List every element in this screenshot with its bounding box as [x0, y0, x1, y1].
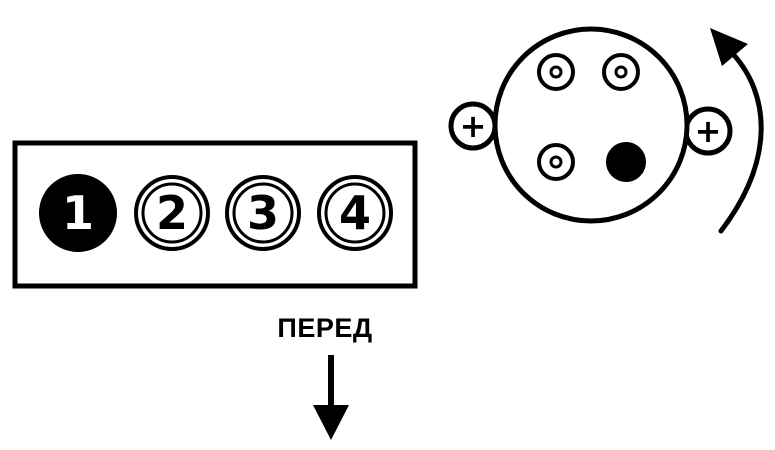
left-mount-symbol: +: [460, 107, 487, 145]
cylinder-2-number: 2: [156, 186, 188, 240]
cylinder-1-number: 1: [62, 186, 94, 240]
terminal-bottom-left: [537, 143, 575, 181]
clockwise-arrow-icon: [710, 28, 764, 234]
engine-block-outline: [12, 140, 418, 289]
left-mount-lug: +: [448, 101, 498, 151]
cylinder-2-outer-ring: [134, 175, 210, 251]
cylinder-4-outer-ring: [317, 175, 393, 251]
cylinder-1-circle: [39, 174, 117, 252]
down-arrow-icon: [313, 355, 349, 440]
cylinder-2-inner-ring: [141, 182, 203, 244]
front-label: ПЕРЕД: [277, 313, 372, 343]
cylinder-1: 1: [39, 174, 117, 252]
cylinder-3: 3: [225, 175, 301, 251]
cylinder-4-number: 4: [339, 186, 371, 240]
cylinder-3-number: 3: [247, 186, 279, 240]
right-mount-symbol: +: [695, 112, 722, 150]
right-mount-lug: +: [683, 106, 733, 156]
distributor-cap-body: [492, 26, 690, 224]
cylinder-2: 2: [134, 175, 210, 251]
cylinder-3-inner-ring: [232, 182, 294, 244]
engine-block: 1 2 3 4: [12, 140, 418, 289]
terminal-bottom-right: [606, 142, 646, 182]
terminal-top-left: [537, 53, 575, 91]
cylinder-4: 4: [317, 175, 393, 251]
cylinder-4-inner-ring: [324, 182, 386, 244]
cylinder-3-outer-ring: [225, 175, 301, 251]
front-indicator: ПЕРЕД: [277, 313, 372, 440]
terminal-top-right: [602, 53, 640, 91]
distributor-cap: + +: [448, 26, 733, 224]
